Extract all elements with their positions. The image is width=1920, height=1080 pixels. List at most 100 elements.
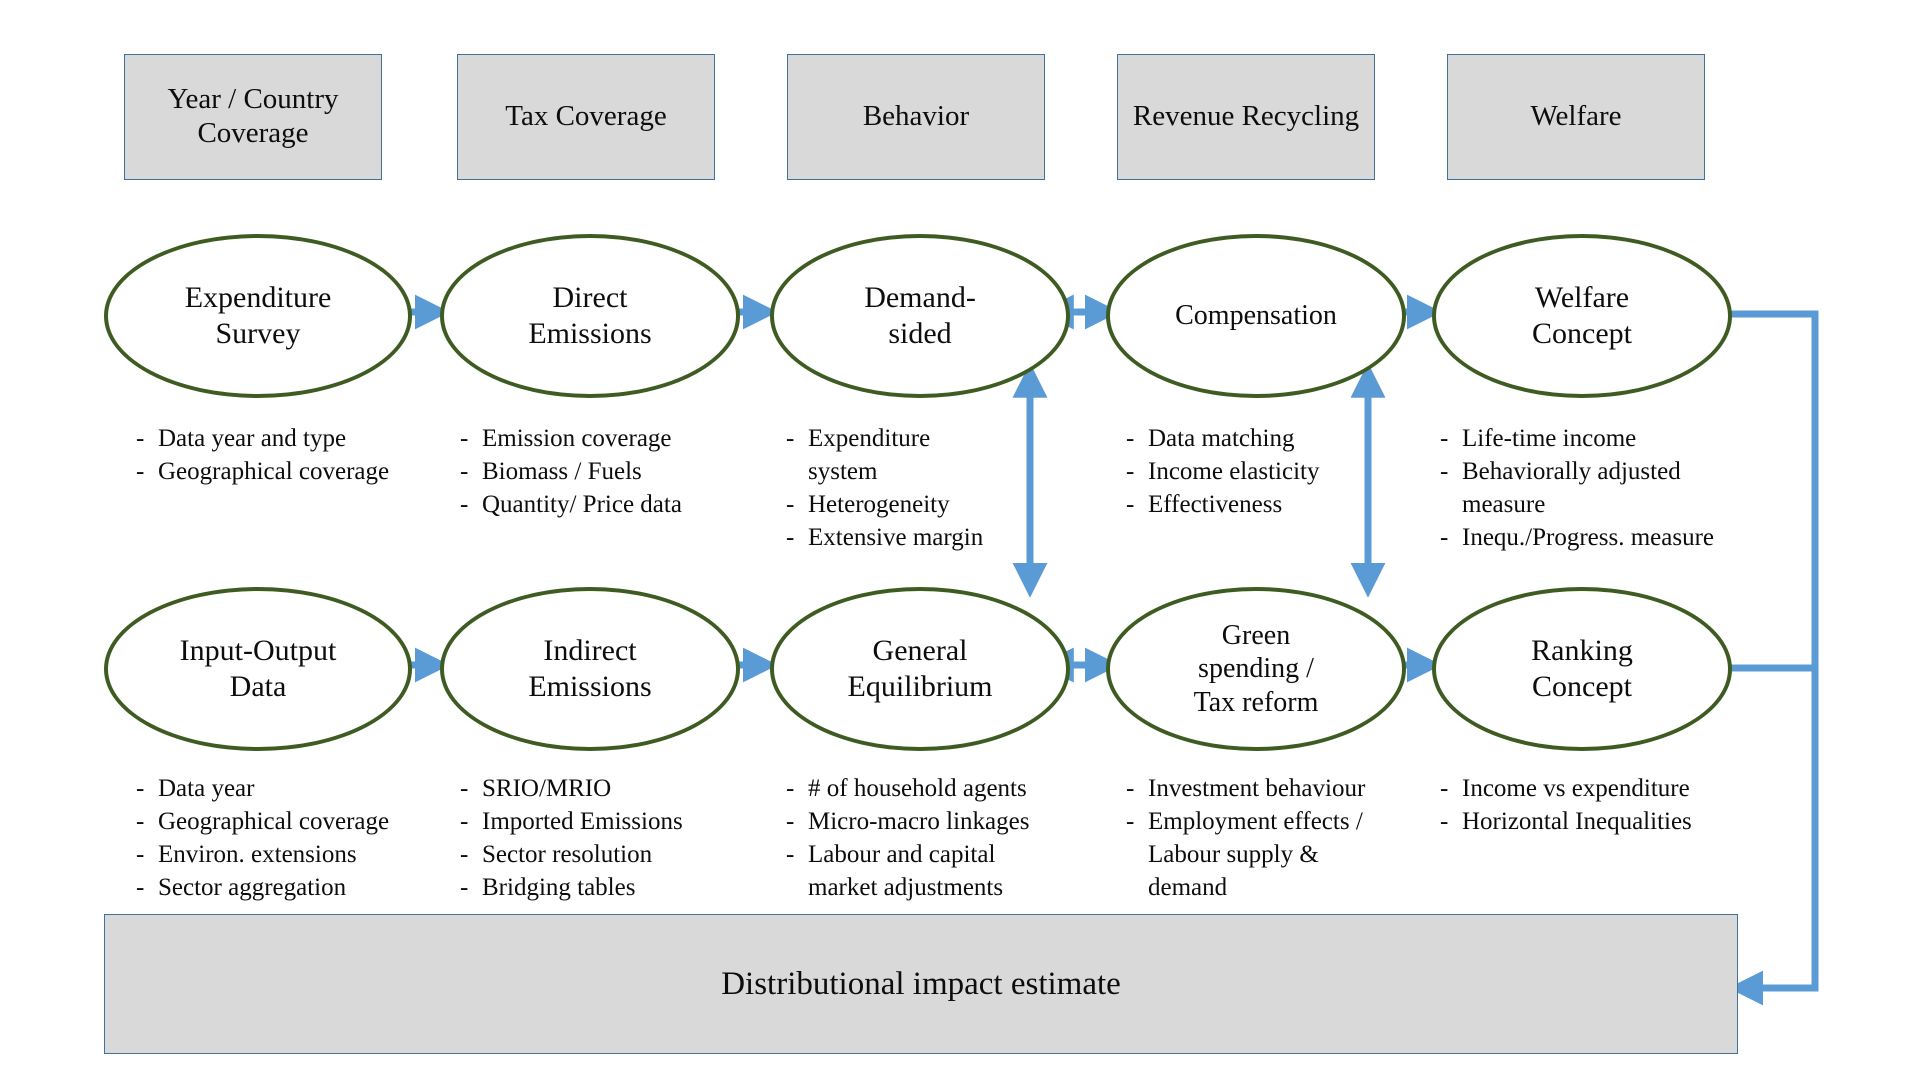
list-item: - Expenditure system: [786, 422, 1054, 488]
node-welfare-concept[interactable]: Welfare Concept: [1432, 234, 1732, 398]
node-label: Indirect Emissions: [528, 634, 652, 703]
bullet-text: Sector resolution: [482, 841, 653, 868]
bullet-text: Biomass / Fuels: [482, 458, 642, 485]
list-item: - Data year and type: [136, 422, 436, 455]
elbow-welfare-to-bottom: [1723, 310, 1819, 1006]
bullet-text: Horizontal Inequalities: [1462, 808, 1692, 835]
bullet-marker: -: [1126, 775, 1135, 802]
list-item: - Employment effects / Labour supply & d…: [1126, 805, 1406, 904]
header-box-tax-coverage[interactable]: Tax Coverage: [457, 54, 715, 180]
bullet-text: Sector aggregation: [158, 874, 347, 901]
bullet-marker: -: [786, 775, 795, 802]
list-item: - SRIO/MRIO: [460, 772, 750, 805]
bullet-marker: -: [460, 808, 469, 835]
node-demand-sided[interactable]: Demand-sided: [770, 234, 1070, 398]
node-label: Green spending / Tax reform: [1193, 619, 1319, 718]
list-item: - Income vs expenditure: [1440, 772, 1780, 805]
bullet-marker: -: [136, 458, 145, 485]
bullet-text: Inequ./Progress. measure: [1462, 524, 1715, 551]
list-item: - Life-time income: [1440, 422, 1780, 455]
node-label: Demand-sided: [864, 281, 976, 350]
bullet-text: Emission coverage: [482, 425, 672, 452]
bullet-marker: -: [786, 808, 795, 835]
node-label: Ranking Concept: [1531, 634, 1633, 703]
header-box-behavior[interactable]: Behavior: [787, 54, 1045, 180]
list-item: - Bridging tables: [460, 871, 750, 904]
list-item: - Inequ./Progress. measure: [1440, 521, 1780, 554]
header-box-revenue-recycling[interactable]: Revenue Recycling: [1117, 54, 1375, 180]
list-item: - Sector resolution: [460, 838, 750, 871]
bullet-marker: -: [136, 808, 145, 835]
bullets-compensation: - Data matching - Income elasticity - Ef…: [1126, 422, 1376, 521]
header-box-year-country-coverage[interactable]: Year / Country Coverage: [124, 54, 382, 180]
bullet-marker: -: [1440, 808, 1449, 835]
list-item: - Quantity/ Price data: [460, 488, 750, 521]
bullets-input-output-data: - Data year - Geographical coverage - En…: [136, 772, 436, 904]
list-item: - Behaviorally adjusted measure: [1440, 455, 1780, 521]
bottom-bar-label: Distributional impact estimate: [721, 965, 1121, 1002]
bullet-text: Geographical coverage: [158, 808, 390, 835]
bullet-marker: -: [460, 425, 469, 452]
bullet-marker: -: [1126, 491, 1135, 518]
bullet-text: Geographical coverage: [158, 458, 390, 485]
bullets-ranking-concept: - Income vs expenditure - Horizontal Ine…: [1440, 772, 1780, 838]
header-label: Year / Country Coverage: [167, 83, 339, 149]
header-label: Welfare: [1530, 100, 1622, 133]
bullet-text: Data year and type: [158, 425, 347, 452]
list-item: - Data matching: [1126, 422, 1376, 455]
bullet-marker: -: [786, 841, 795, 868]
bullets-welfare-concept: - Life-time income - Behaviorally adjust…: [1440, 422, 1780, 554]
header-box-welfare[interactable]: Welfare: [1447, 54, 1705, 180]
bullet-text: Life-time income: [1462, 425, 1637, 452]
bullet-text: Heterogeneity: [808, 491, 950, 518]
bullets-demand-sided: - Expenditure system - Heterogeneity - E…: [786, 422, 1054, 554]
bullet-text: Data matching: [1148, 425, 1295, 452]
node-green-spending-tax-reform[interactable]: Green spending / Tax reform: [1106, 587, 1406, 751]
bullet-text: # of household agents: [808, 775, 1027, 802]
bullet-marker: -: [1440, 524, 1449, 551]
bullet-marker: -: [136, 775, 145, 802]
bullet-text: Employment effects / Labour supply & dem…: [1148, 808, 1363, 901]
node-label: Expenditure Survey: [184, 281, 332, 350]
node-indirect-emissions[interactable]: Indirect Emissions: [440, 587, 740, 751]
bullet-marker: -: [136, 874, 145, 901]
bullet-marker: -: [1126, 808, 1135, 835]
distributional-impact-estimate-bar[interactable]: Distributional impact estimate: [104, 914, 1738, 1054]
bullet-text: Income vs expenditure: [1462, 775, 1690, 802]
list-item: - Investment behaviour: [1126, 772, 1406, 805]
node-general-equilibrium[interactable]: General Equilibrium: [770, 587, 1070, 751]
bullet-text: Income elasticity: [1148, 458, 1320, 485]
bullet-text: Extensive margin: [808, 524, 984, 551]
bullet-marker: -: [1440, 458, 1449, 485]
node-compensation[interactable]: Compensation: [1106, 234, 1406, 398]
bullet-text: Environ. extensions: [158, 841, 357, 868]
list-item: - Imported Emissions: [460, 805, 750, 838]
bullet-text: SRIO/MRIO: [482, 775, 612, 802]
bullet-marker: -: [786, 425, 795, 452]
bullet-marker: -: [1126, 425, 1135, 452]
list-item: - Labour and capital market adjustments: [786, 838, 1076, 904]
bullet-text: Effectiveness: [1148, 491, 1283, 518]
list-item: - Geographical coverage: [136, 455, 436, 488]
node-ranking-concept[interactable]: Ranking Concept: [1432, 587, 1732, 751]
node-label: Welfare Concept: [1532, 281, 1632, 350]
bullet-text: Behaviorally adjusted measure: [1462, 458, 1681, 518]
node-input-output-data[interactable]: Input-Output Data: [104, 587, 412, 751]
bullet-marker: -: [460, 458, 469, 485]
list-item: - Biomass / Fuels: [460, 455, 750, 488]
header-label: Tax Coverage: [505, 100, 667, 133]
node-label: Compensation: [1175, 300, 1337, 332]
node-label: Direct Emissions: [528, 281, 652, 350]
bullets-indirect-emissions: - SRIO/MRIO - Imported Emissions - Secto…: [460, 772, 750, 904]
node-direct-emissions[interactable]: Direct Emissions: [440, 234, 740, 398]
bullet-text: Imported Emissions: [482, 808, 683, 835]
list-item: - Environ. extensions: [136, 838, 436, 871]
list-item: - Effectiveness: [1126, 488, 1376, 521]
bullet-text: Investment behaviour: [1148, 775, 1366, 802]
node-expenditure-survey[interactable]: Expenditure Survey: [104, 234, 412, 398]
list-item: - Heterogeneity: [786, 488, 1054, 521]
list-item: - Horizontal Inequalities: [1440, 805, 1780, 838]
bullet-text: Expenditure system: [808, 425, 931, 485]
bullets-expenditure-survey: - Data year and type - Geographical cove…: [136, 422, 436, 488]
